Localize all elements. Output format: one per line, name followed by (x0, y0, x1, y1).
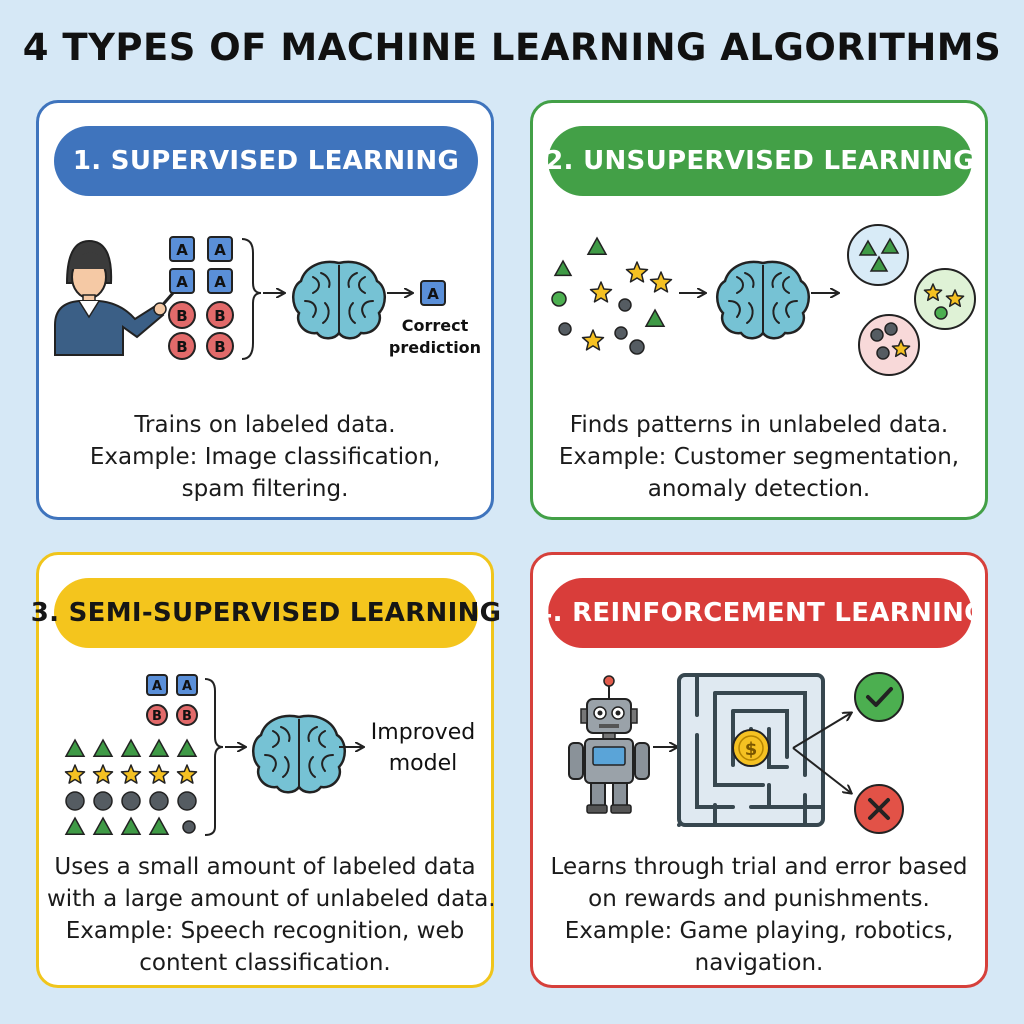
svg-text:Correct: Correct (402, 316, 469, 335)
svg-text:A: A (182, 679, 192, 694)
svg-text:A: A (214, 273, 226, 291)
svg-text:B: B (182, 709, 192, 724)
svg-text:$: $ (745, 739, 758, 760)
svg-text:B: B (176, 338, 187, 356)
svg-text:Improved: Improved (371, 720, 475, 745)
unsupervised-description: Finds patterns in unlabeled data.Example… (558, 412, 960, 502)
svg-text:A: A (152, 679, 162, 694)
svg-text:A: A (176, 241, 188, 259)
brain-icon (252, 714, 346, 794)
labeled-data-blocks: A A B B (146, 674, 198, 726)
robot-icon (568, 675, 650, 814)
x-icon (854, 784, 904, 834)
labeled-data-blocks: A A A A B B B B (168, 236, 262, 360)
reinforcement-illustration: $ (568, 672, 904, 834)
brain-icon (716, 260, 810, 340)
unsupervised-learning-card: 2. UNSUPERVISED LEARNING Finds patterns … (530, 100, 988, 520)
semi-supervised-illustration: A A B B Improved model (64, 674, 475, 836)
svg-text:B: B (152, 709, 162, 724)
supervised-learning-card: 1. SUPERVISED LEARNING A A A A (36, 100, 494, 520)
supervised-illustration: A A A A B B B B A Correct prediction (54, 236, 481, 360)
semi-supervised-learning-card: 3. SEMI-SUPERVISED LEARNING A A B B Impr… (31, 552, 501, 988)
svg-text:A: A (214, 241, 226, 259)
svg-text:A: A (176, 273, 188, 291)
unlabeled-shapes (551, 236, 673, 355)
supervised-description: Trains on labeled data.Example: Image cl… (89, 412, 441, 502)
svg-text:B: B (176, 307, 187, 325)
unlabeled-shapes (64, 738, 198, 835)
brain-icon (292, 260, 386, 340)
svg-text:B: B (214, 307, 225, 325)
svg-text:A: A (427, 285, 439, 303)
page-title: 4 TYPES OF MACHINE LEARNING ALGORITHMS (22, 26, 1002, 69)
cluster-icon (847, 224, 976, 376)
teacher-icon (54, 239, 189, 356)
svg-text:model: model (389, 751, 458, 776)
supervised-heading: 1. SUPERVISED LEARNING (54, 126, 478, 196)
unsupervised-heading: 2. UNSUPERVISED LEARNING (545, 126, 975, 196)
svg-text:prediction: prediction (389, 338, 481, 357)
check-icon (854, 672, 904, 722)
semi-supervised-heading: 3. SEMI-SUPERVISED LEARNING (31, 578, 501, 648)
unsupervised-illustration (551, 224, 976, 376)
svg-text:B: B (214, 338, 225, 356)
reinforcement-heading: 4. REINFORCEMENT LEARNING (534, 578, 986, 648)
coin-icon: $ (732, 729, 770, 767)
reinforcement-learning-card: 4. REINFORCEMENT LEARNING (530, 552, 988, 988)
